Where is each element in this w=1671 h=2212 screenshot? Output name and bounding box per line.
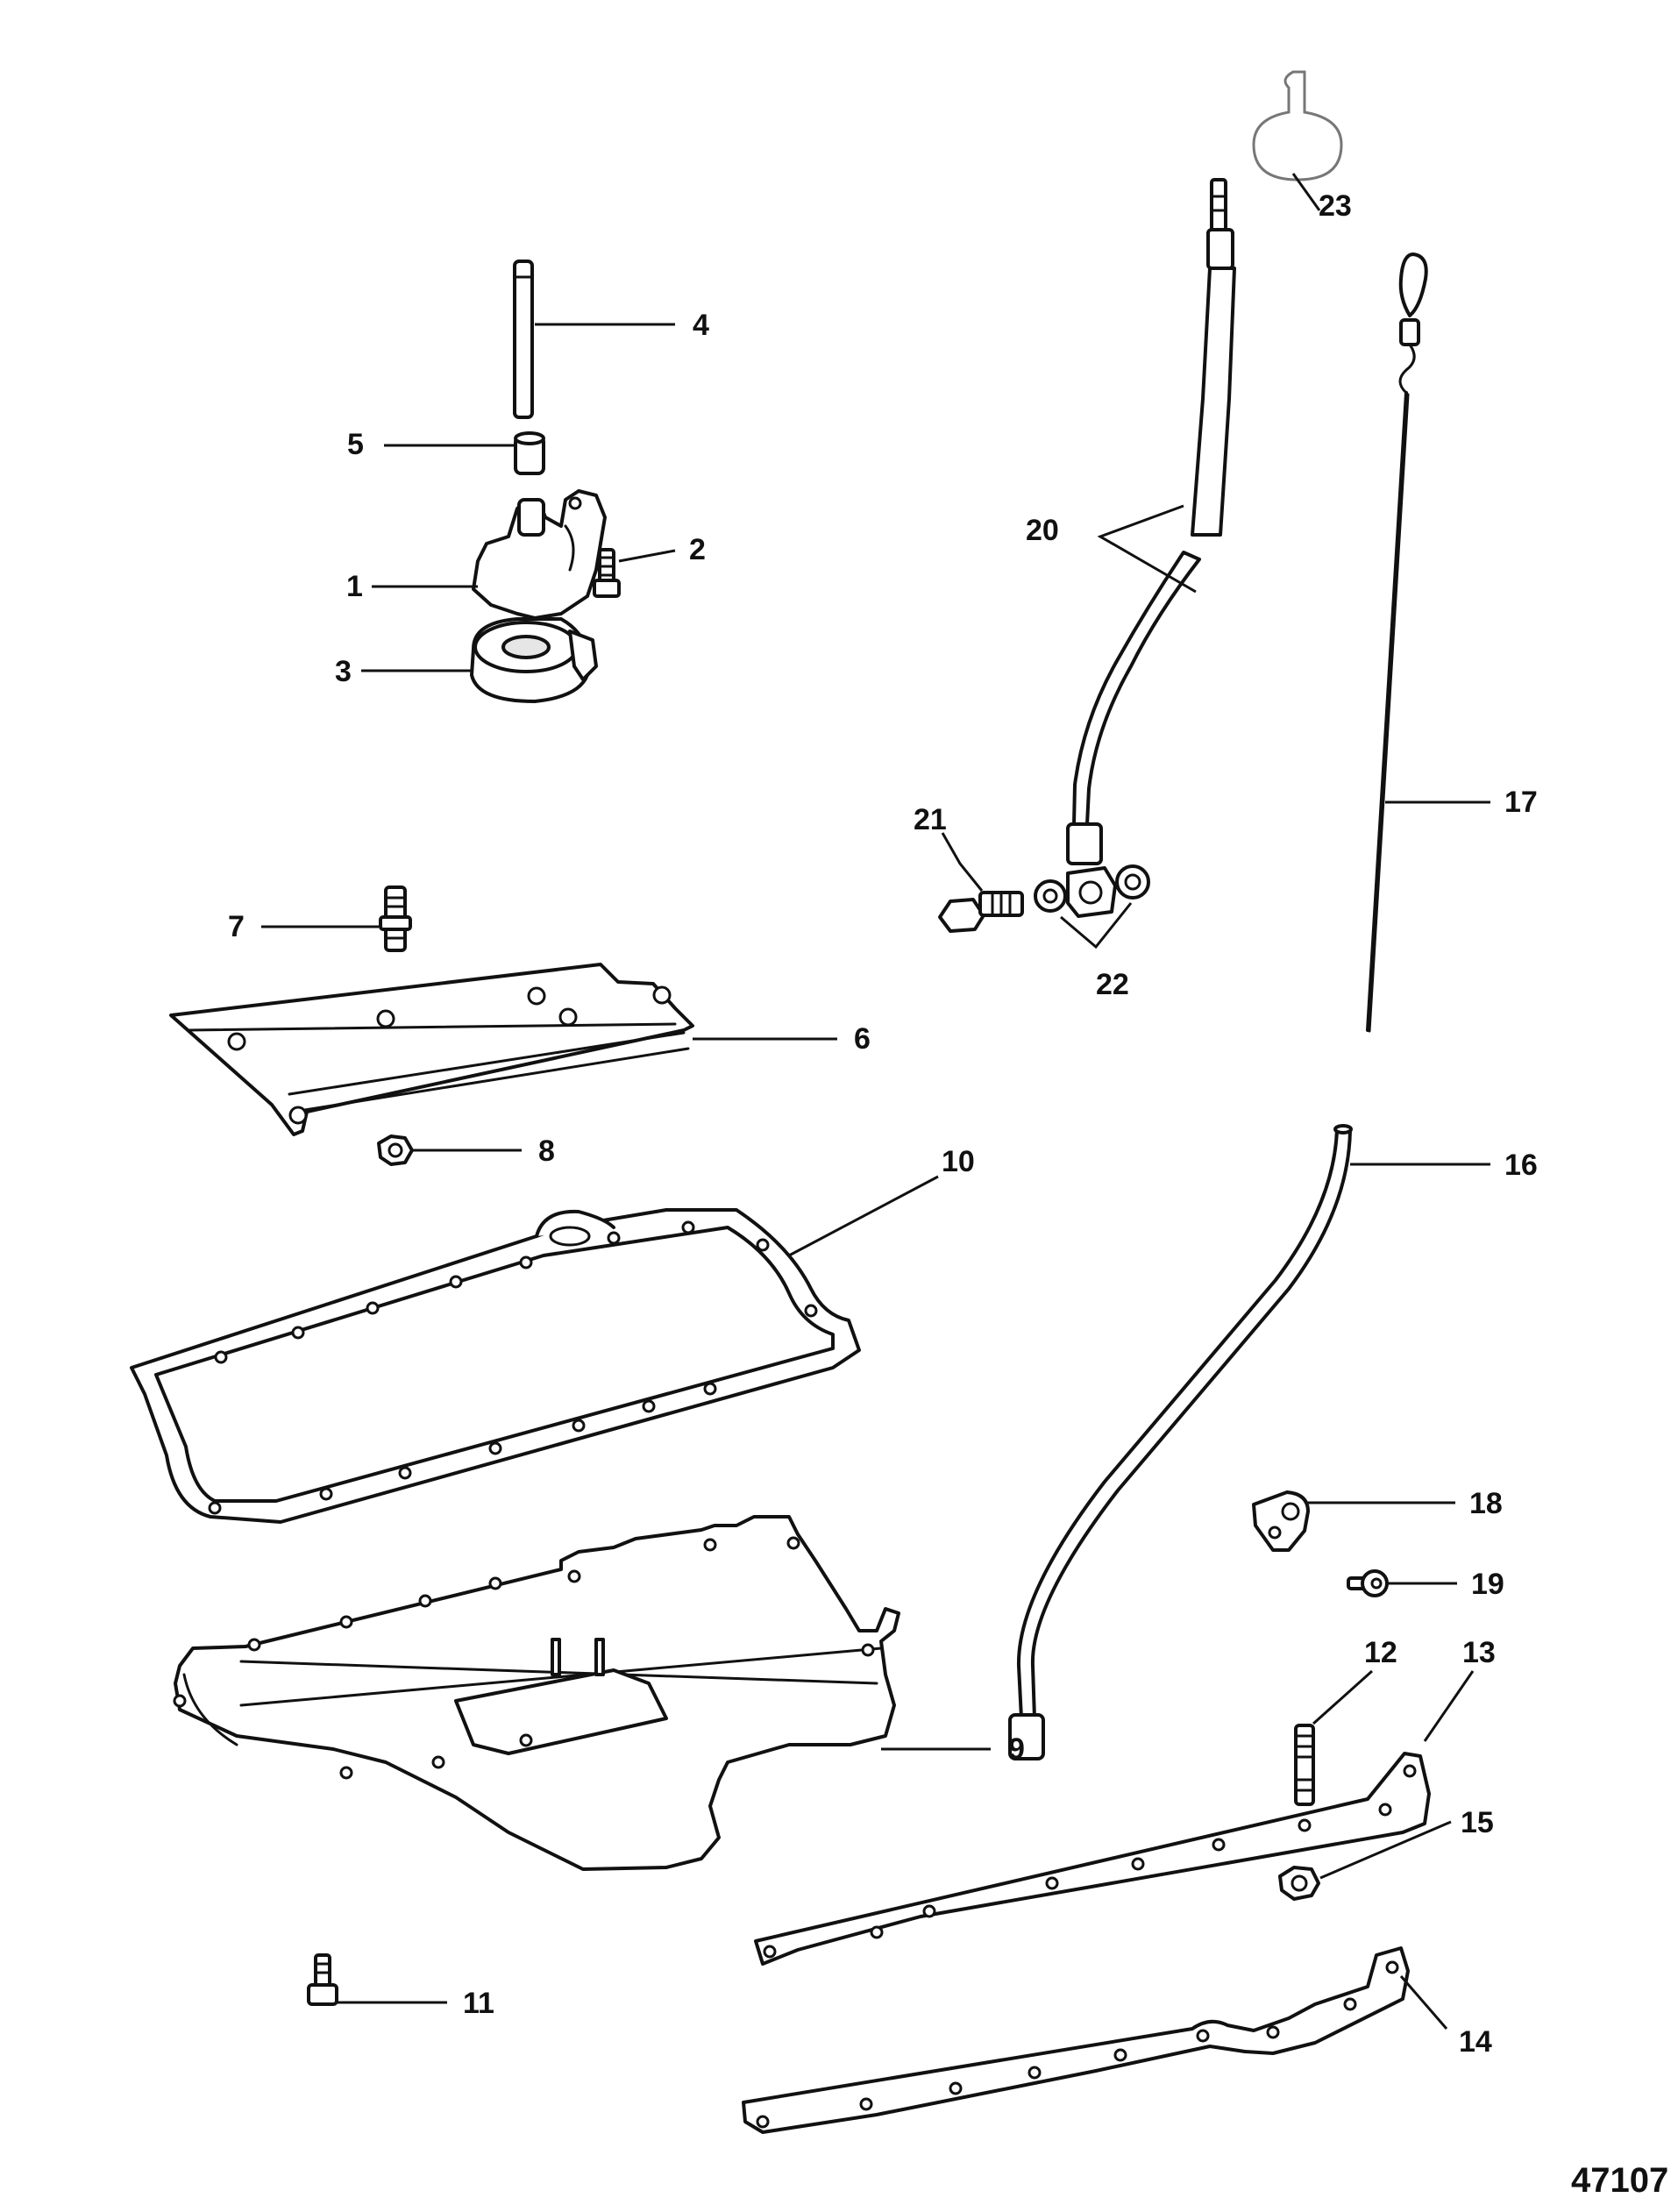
callout-10: 10: [942, 1145, 975, 1178]
tray-nut: [377, 1134, 414, 1166]
callout-1: 1: [346, 570, 363, 603]
dipstick: [1366, 252, 1428, 1033]
windage-tray: [169, 963, 694, 1136]
dipstick-tube: [1008, 1124, 1353, 1760]
callout-7: 7: [228, 910, 245, 943]
banjo-bolt: [938, 891, 1024, 933]
shaft-sleeve: [514, 431, 545, 475]
callout-21: 21: [914, 803, 947, 836]
oil-pan-gasket: [130, 1208, 861, 1524]
leader-lines: [261, 173, 1490, 2030]
oil-pan-bolt: [307, 1953, 338, 2006]
callout-18: 18: [1469, 1487, 1503, 1520]
fitting-washers: [1034, 864, 1150, 918]
callout-14: 14: [1459, 2025, 1492, 2059]
oil-pan: [173, 1515, 900, 1871]
oil-pump: [472, 489, 607, 620]
callout-22: 22: [1096, 968, 1129, 1001]
callout-19: 19: [1471, 1568, 1504, 1601]
tube-clip: [1252, 1490, 1310, 1552]
dipstick-tube-upper: [1191, 178, 1236, 537]
pump-bolt: [593, 548, 621, 598]
reference-number: 47107: [1571, 2161, 1668, 2200]
oil-pan-stud: [1294, 1724, 1315, 1806]
clip-screw: [1347, 1569, 1389, 1597]
callout-11: 11: [463, 1987, 494, 2020]
callout-5: 5: [347, 428, 364, 461]
oil-pan-nut: [1278, 1866, 1320, 1901]
callout-3: 3: [335, 655, 352, 688]
side-rail-gasket-lower: [742, 1946, 1410, 2134]
callout-12: 12: [1364, 1636, 1397, 1669]
callout-15: 15: [1461, 1806, 1494, 1839]
side-rail-gasket-upper: [754, 1752, 1431, 1966]
dipstick-tag: [1252, 70, 1343, 181]
callout-16: 16: [1504, 1149, 1538, 1182]
callouts: 1 2 3 4 5 6 7 8 9 10 11 12 13 14 15 16 1…: [228, 189, 1668, 2200]
windage-tray-stud: [379, 886, 412, 952]
callout-9: 9: [1008, 1732, 1025, 1766]
callout-2: 2: [689, 533, 706, 566]
callout-23: 23: [1319, 189, 1352, 223]
callout-4: 4: [693, 309, 709, 342]
callout-8: 8: [538, 1134, 555, 1168]
oil-pickup-screen: [470, 617, 598, 703]
callout-13: 13: [1462, 1636, 1496, 1669]
callout-6: 6: [854, 1022, 871, 1056]
callout-17: 17: [1504, 786, 1538, 819]
pump-shaft: [513, 260, 534, 419]
dipstick-tube-lower: [1066, 551, 1201, 865]
callout-20: 20: [1026, 514, 1059, 547]
